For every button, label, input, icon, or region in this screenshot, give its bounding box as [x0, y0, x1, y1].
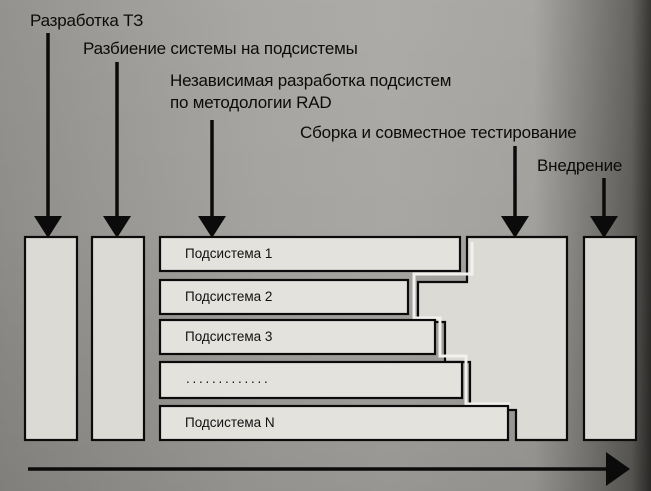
arrow-assembly [501, 146, 529, 238]
tz-phase-box [23, 235, 79, 442]
arrow-deployment [590, 178, 618, 238]
subsystem-bar-1 [158, 235, 462, 273]
deployment-phase-box [582, 235, 638, 442]
label-tz: Разработка ТЗ [30, 11, 144, 30]
subsystem-label-3: Подсистема 3 [185, 329, 273, 344]
subsystem-bar-2 [158, 278, 410, 316]
arrow-rad [198, 120, 226, 238]
subsystem-label-ellipsis: . . . . . . . . . . . . . [186, 371, 268, 386]
assembly-channel [412, 242, 510, 406]
label-deployment: Внедрение [537, 156, 623, 175]
assembly-phase-box [416, 235, 569, 442]
subsystem-bar-3 [158, 318, 437, 356]
label-assembly: Сборка и совместное тестирование [300, 123, 577, 142]
subsystem-bar-n [158, 404, 510, 442]
arrow-partition [103, 62, 131, 238]
label-rad-line1: Независимая разработка подсистем [170, 71, 452, 90]
label-rad: Независимая разработка подсистем по мето… [170, 70, 451, 114]
time-axis-arrow [28, 452, 630, 486]
partition-phase-box [90, 235, 146, 442]
label-rad-line2: по методологии RAD [170, 93, 332, 112]
arrow-tz [34, 33, 62, 238]
label-partition: Разбиение системы на подсистемы [83, 39, 358, 58]
subsystem-label-n: Подсистема N [185, 415, 275, 430]
subsystem-label-1: Подсистема 1 [185, 246, 273, 261]
subsystem-label-2: Подсистема 2 [185, 289, 273, 304]
subsystem-bar-ellipsis [158, 360, 464, 400]
